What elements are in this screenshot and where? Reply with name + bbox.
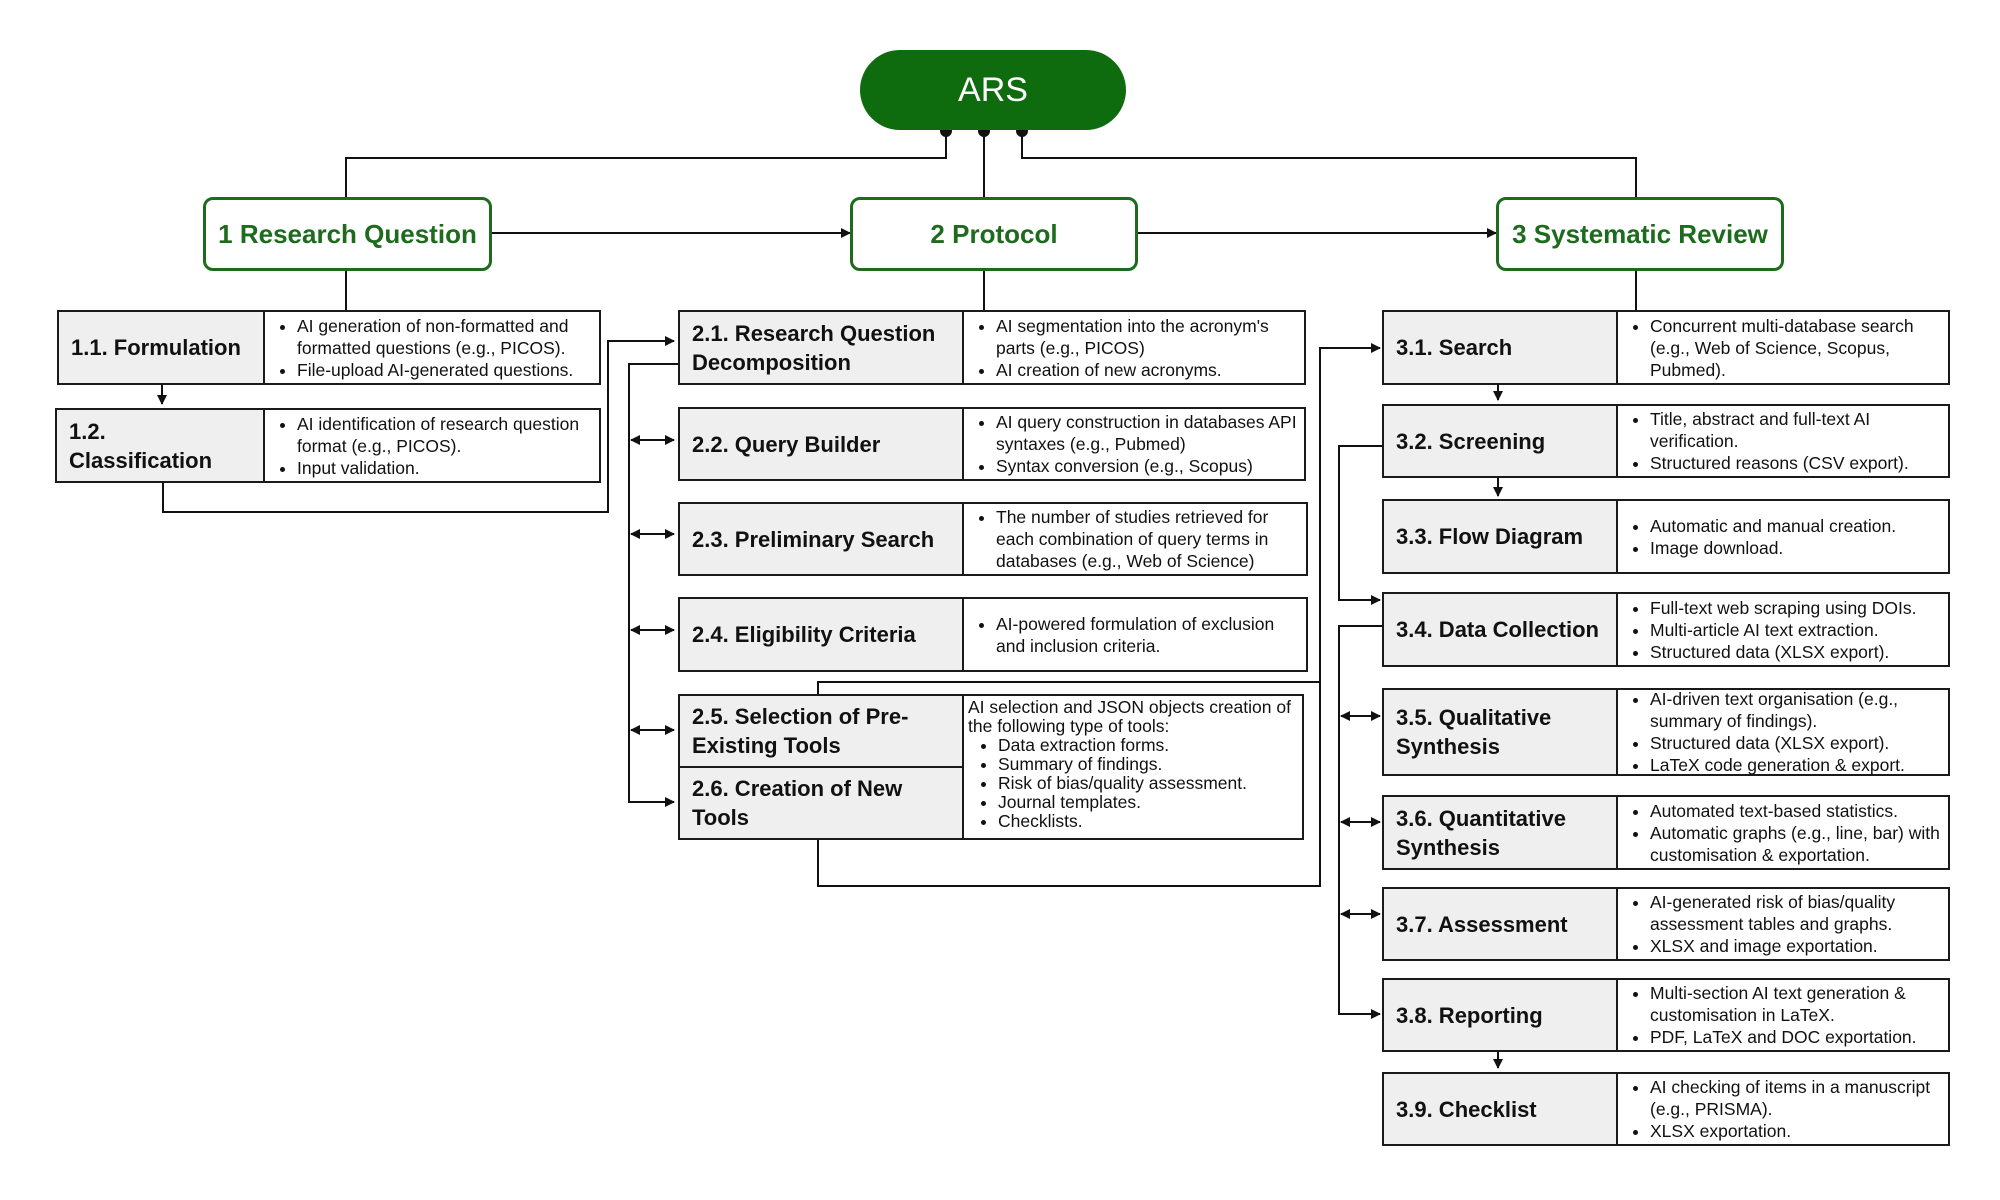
step-bullet: Automatic and manual creation.	[1650, 515, 1896, 537]
step-bullet: AI-generated risk of bias/quality assess…	[1650, 891, 1942, 935]
step-research-question-decomposition: 2.1. Research Question Decomposition AI …	[678, 310, 1306, 385]
step-label: 1.1. Formulation	[59, 312, 265, 383]
step-label: 2.3. Preliminary Search	[680, 504, 964, 574]
step-bullet: The number of studies retrieved for each…	[996, 506, 1300, 572]
step-bullet: AI creation of new acronyms.	[996, 359, 1298, 381]
step-bullet: AI segmentation into the acronym's parts…	[996, 315, 1298, 359]
step-bullet: Automated text-based statistics.	[1650, 800, 1942, 822]
step-label: 3.4. Data Collection	[1384, 594, 1618, 665]
step-label-selection-of-tools: 2.5. Selection of Pre-Existing Tools	[680, 696, 962, 766]
step-eligibility-criteria: 2.4. Eligibility Criteria AI-powered for…	[678, 597, 1308, 672]
step-reporting: 3.8. Reporting Multi-section AI text gen…	[1382, 978, 1950, 1052]
step-label: 3.8. Reporting	[1384, 980, 1618, 1050]
tools-intro: AI selection and JSON objects creation o…	[968, 697, 1291, 736]
step-label: 2.2. Query Builder	[680, 409, 964, 479]
step-label: 2.4. Eligibility Criteria	[680, 599, 964, 670]
step-classification: 1.2. Classification AI identification of…	[55, 408, 601, 483]
tools-bullet: Data extraction forms.	[998, 736, 1298, 755]
step-flow-diagram: 3.3. Flow Diagram Automatic and manual c…	[1382, 499, 1950, 574]
step-bullet: AI query construction in databases API s…	[996, 411, 1298, 455]
step-label: 3.5. Qualitative Synthesis	[1384, 690, 1618, 774]
step-bullet: Multi-article AI text extraction.	[1650, 619, 1917, 641]
ars-root-node: ARS	[860, 50, 1126, 130]
step-label: 3.9. Checklist	[1384, 1074, 1618, 1144]
step-label: 3.2. Screening	[1384, 406, 1618, 476]
step-bullet: AI generation of non-formatted and forma…	[297, 315, 593, 359]
step-bullet: PDF, LaTeX and DOC exportation.	[1650, 1026, 1942, 1048]
step-bullet: Structured reasons (CSV export).	[1650, 452, 1942, 474]
step-label: 2.1. Research Question Decomposition	[680, 312, 964, 383]
phase-protocol: 2 Protocol	[850, 197, 1138, 271]
step-bullet: Structured data (XLSX export).	[1650, 732, 1942, 754]
phase-label: 1 Research Question	[218, 218, 477, 249]
step-bullet: Automatic graphs (e.g., line, bar) with …	[1650, 822, 1942, 866]
step-checklist: 3.9. Checklist AI checking of items in a…	[1382, 1072, 1950, 1146]
step-bullet: Full-text web scraping using DOIs.	[1650, 597, 1917, 619]
tools-bullet: Checklists.	[998, 812, 1298, 831]
phase-systematic-review: 3 Systematic Review	[1496, 197, 1784, 271]
tools-bullet: Risk of bias/quality assessment.	[998, 774, 1298, 793]
step-bullet: AI checking of items in a manuscript (e.…	[1650, 1076, 1942, 1120]
step-bullet: Input validation.	[297, 457, 593, 479]
tools-bullet: Summary of findings.	[998, 755, 1298, 774]
step-bullet: Concurrent multi-database search (e.g., …	[1650, 315, 1942, 381]
step-bullet: Image download.	[1650, 537, 1896, 559]
step-query-builder: 2.2. Query Builder AI query construction…	[678, 407, 1306, 481]
step-bullet: AI identification of research question f…	[297, 413, 593, 457]
step-formulation: 1.1. Formulation AI generation of non-fo…	[57, 310, 601, 385]
step-bullet: Multi-section AI text generation & custo…	[1650, 982, 1942, 1026]
step-bullet: AI-driven text organisation (e.g., summa…	[1650, 688, 1942, 732]
step-assessment: 3.7. Assessment AI-generated risk of bia…	[1382, 887, 1950, 961]
step-bullet: AI-powered formulation of exclusion and …	[996, 613, 1300, 657]
step-bullet: XLSX exportation.	[1650, 1120, 1942, 1142]
phase-label: 3 Systematic Review	[1512, 218, 1768, 249]
step-label-creation-of-tools: 2.6. Creation of New Tools	[680, 766, 962, 838]
step-bullet: File-upload AI-generated questions.	[297, 359, 593, 381]
step-tools: 2.5. Selection of Pre-Existing Tools 2.6…	[678, 694, 1304, 840]
step-bullet: Structured data (XLSX export).	[1650, 641, 1917, 663]
step-label: 1.2. Classification	[57, 410, 265, 481]
tools-bullet: Journal templates.	[998, 793, 1298, 812]
step-label: 3.6. Quantitative Synthesis	[1384, 797, 1618, 868]
phase-research-question: 1 Research Question	[203, 197, 492, 271]
step-preliminary-search: 2.3. Preliminary Search The number of st…	[678, 502, 1308, 576]
step-bullet: XLSX and image exportation.	[1650, 935, 1942, 957]
step-label: 3.1. Search	[1384, 312, 1618, 383]
step-search: 3.1. Search Concurrent multi-database se…	[1382, 310, 1950, 385]
step-bullet: Syntax conversion (e.g., Scopus)	[996, 455, 1298, 477]
step-label: 3.3. Flow Diagram	[1384, 501, 1618, 572]
step-qualitative-synthesis: 3.5. Qualitative Synthesis AI-driven tex…	[1382, 688, 1950, 776]
step-bullet: Title, abstract and full-text AI verific…	[1650, 408, 1942, 452]
phase-label: 2 Protocol	[930, 218, 1058, 249]
root-label: ARS	[958, 70, 1028, 109]
step-quantitative-synthesis: 3.6. Quantitative Synthesis Automated te…	[1382, 795, 1950, 870]
step-bullet: LaTeX code generation & export.	[1650, 754, 1942, 776]
step-label: 3.7. Assessment	[1384, 889, 1618, 959]
step-data-collection: 3.4. Data Collection Full-text web scrap…	[1382, 592, 1950, 667]
step-screening: 3.2. Screening Title, abstract and full-…	[1382, 404, 1950, 478]
